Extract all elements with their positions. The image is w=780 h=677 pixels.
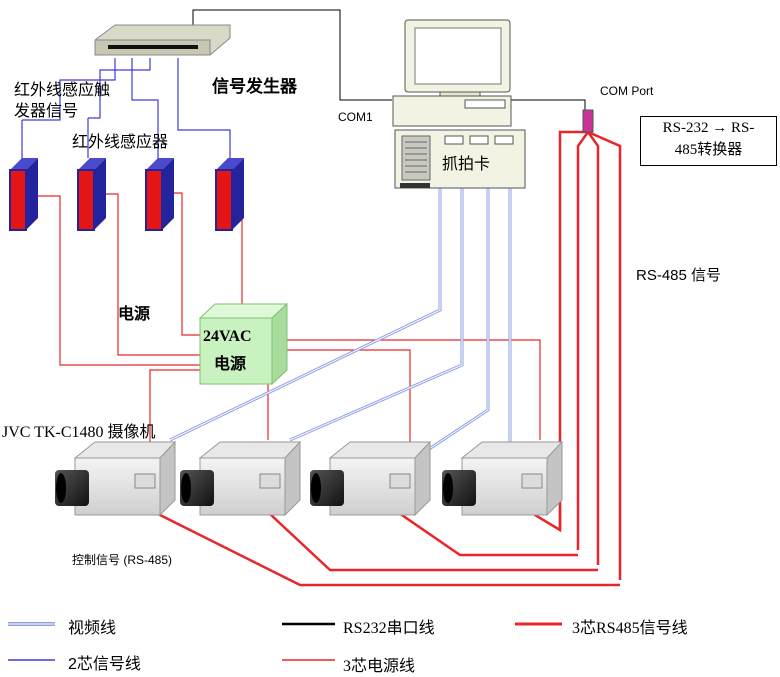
- wires-rs485: [139, 130, 622, 587]
- converter-label-2: 485转换器: [674, 142, 743, 158]
- rs232-rs485-converter: RS-232 → RS- 485转换器: [640, 116, 777, 166]
- capture-card-label: 抓拍卡: [442, 150, 491, 174]
- ir-sensor-3: [145, 158, 174, 231]
- camera-1: [55, 440, 177, 517]
- power-label: 电源: [118, 306, 151, 323]
- com-port-connector: [582, 109, 594, 133]
- camera-4: [442, 440, 564, 517]
- power-box-label-1: 24VAC: [203, 328, 252, 345]
- ir-sensor-1: [9, 158, 38, 231]
- signal-generator-device: [94, 24, 231, 56]
- ir-trigger-signal-label-1: 红外线感应触: [14, 82, 111, 99]
- ir-trigger-signal-label-2: 发器信号: [14, 103, 79, 120]
- camera-model-label: JVC TK-C1480 摄像机: [2, 424, 156, 441]
- ir-sensor-2: [77, 158, 106, 231]
- legend-three-core-rs485: 3芯RS485信号线: [572, 620, 688, 637]
- power-box-label-2: 电源: [214, 356, 247, 373]
- legend-swatches: [8, 622, 562, 661]
- com-port-label: COM Port: [600, 84, 654, 98]
- camera-3: [310, 440, 432, 517]
- wires-serial: [192, 9, 586, 110]
- power-supply-box: [198, 302, 289, 386]
- ir-sensor-4: [215, 158, 244, 231]
- control-signal-label: 控制信号 (RS-485): [72, 553, 173, 567]
- signal-generator-label: 信号发生器: [212, 77, 297, 96]
- legend-video-line: 视频线: [68, 620, 117, 637]
- com1-label: COM1: [338, 110, 373, 124]
- legend-two-core-signal: 2芯信号线: [68, 656, 141, 673]
- ir-sensor-label: 红外线感应器: [72, 134, 169, 151]
- converter-label-1: RS-232 → RS-: [662, 120, 755, 136]
- camera-devices: [55, 440, 564, 517]
- rs485-signal-label: RS-485 信号: [636, 267, 722, 284]
- computer-device: [392, 19, 526, 189]
- legend-three-core-power: 3芯电源线: [343, 658, 416, 675]
- camera-2: [180, 440, 302, 517]
- ir-sensor-devices: [9, 158, 244, 231]
- legend-rs232-serial: RS232串口线: [343, 620, 435, 637]
- wires-signal: [21, 58, 231, 160]
